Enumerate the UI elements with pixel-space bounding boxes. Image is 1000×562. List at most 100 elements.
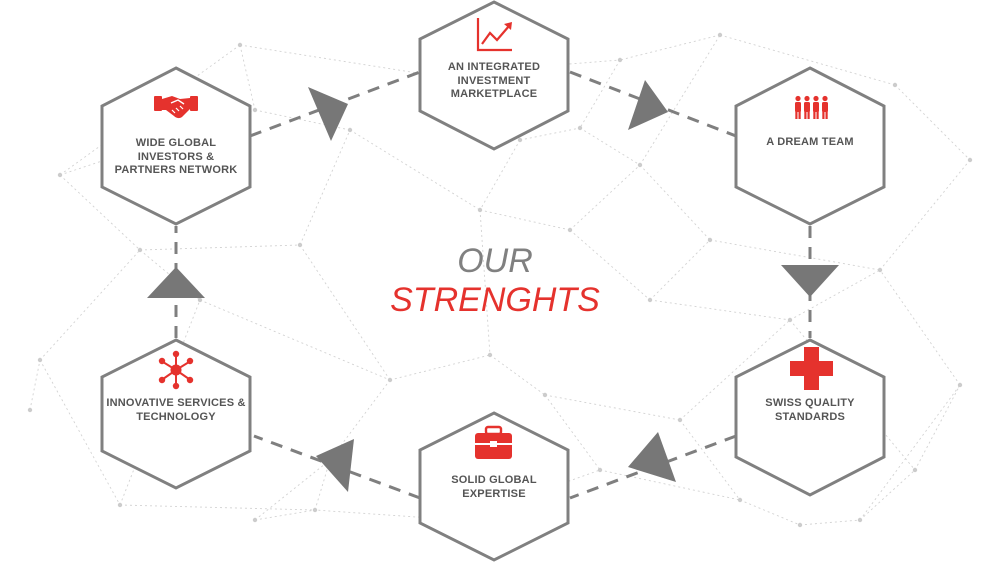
node-label-marketplace: AN INTEGRATED INVESTMENT MARKETPLACE (447, 61, 541, 100)
network-node-dot (957, 382, 963, 388)
network-link (579, 59, 621, 129)
network-link (649, 239, 711, 301)
network-link (709, 239, 881, 271)
network-node-dot (542, 392, 548, 398)
swiss-cross-icon (790, 347, 833, 390)
network-link (479, 139, 521, 211)
title-our: OUR (457, 242, 533, 280)
network-link (719, 34, 896, 86)
network-link (329, 379, 391, 461)
network-link (59, 174, 141, 251)
title-strenghts: STRENGHTS (390, 281, 600, 319)
network-link (314, 509, 461, 521)
network-link (39, 249, 141, 361)
network-node-dot (717, 32, 723, 38)
network-link (349, 129, 481, 211)
network-node-dot (297, 242, 303, 248)
network-link (739, 499, 801, 526)
network-link (859, 384, 961, 521)
people-team-icon (795, 95, 828, 119)
node-label-global-network: WIDE GLOBAL INVESTORS & PARTNERS NETWORK (114, 137, 238, 176)
hexagon-dream-team (734, 66, 886, 226)
network-link (789, 269, 881, 321)
network-node-dot (252, 107, 258, 113)
network-node-dot (857, 517, 863, 523)
network-node-dot (27, 407, 33, 413)
network-link (679, 419, 741, 501)
network-link (619, 34, 721, 61)
network-link (389, 354, 491, 381)
network-link (479, 209, 491, 356)
network-link (649, 299, 791, 321)
network-link (519, 127, 581, 141)
network-link (879, 269, 961, 386)
network-node-dot (967, 157, 973, 163)
network-node-dot (787, 317, 793, 323)
network-node-dot (617, 57, 623, 63)
network-link (894, 84, 971, 161)
node-label-global-expertise: SOLID GLOBAL EXPERTISE (451, 474, 537, 500)
network-link (914, 384, 961, 471)
network-node-dot (252, 517, 258, 523)
growth-chart-icon (476, 18, 512, 52)
network-node-dot (57, 172, 63, 178)
network-link (639, 34, 721, 166)
flow-arrow-swiss-to-expertise (628, 432, 676, 482)
flow-arrow-expertise-to-innovative (316, 439, 354, 492)
network-link (239, 44, 431, 76)
network-node-dot (567, 227, 573, 233)
hexagon-global-network (100, 66, 252, 226)
network-node-dot (312, 507, 318, 513)
network-node-dot (487, 352, 493, 358)
network-link (239, 44, 256, 111)
network-link (859, 469, 916, 521)
network-link (119, 504, 316, 511)
network-link (254, 459, 331, 521)
network-link (479, 209, 571, 231)
network-link (569, 164, 641, 231)
handshake-icon (154, 96, 198, 119)
network-node-dot (707, 237, 713, 243)
hexagon-swiss-quality (734, 338, 886, 497)
network-link (599, 469, 741, 501)
network-node-dot (137, 247, 143, 253)
network-node-dot (597, 467, 603, 473)
network-link (799, 519, 861, 526)
network-link (544, 394, 601, 471)
network-node-dot (677, 417, 683, 423)
node-label-swiss-quality: SWISS QUALITY STANDARDS (765, 397, 855, 423)
hexagon-innovative-services (100, 338, 252, 490)
network-node-dot (647, 297, 653, 303)
flow-arrow-team-to-swiss (781, 265, 839, 297)
network-node-dot (477, 207, 483, 213)
network-link (489, 354, 546, 396)
network-node-dot (237, 42, 243, 48)
network-link (254, 509, 316, 521)
network-link (579, 127, 641, 166)
network-link (639, 164, 711, 241)
network-link (314, 459, 331, 511)
flow-arrow-innovative-to-network (147, 267, 205, 298)
flow-arrow-network-to-marketplace (308, 87, 348, 141)
network-node-dot (797, 522, 803, 528)
network-node-dot (347, 127, 353, 133)
network-node-dot (912, 467, 918, 473)
network-node-dot (892, 82, 898, 88)
network-node-dot (577, 125, 583, 131)
node-label-innovative-services: INNOVATIVE SERVICES & TECHNOLOGY (106, 397, 246, 423)
network-node-dot (737, 497, 743, 503)
network-hub-icon (158, 350, 194, 390)
network-link (299, 129, 351, 246)
flow-arrow-marketplace-to-team (628, 80, 668, 130)
hexagon-marketplace (418, 0, 570, 151)
network-link (299, 244, 391, 381)
network-link (199, 299, 391, 381)
network-node-dot (877, 267, 883, 273)
node-label-dream-team: A DREAM TEAM (766, 136, 854, 148)
network-node-dot (517, 137, 523, 143)
hexagon-global-expertise (418, 411, 570, 562)
network-link (29, 359, 41, 411)
network-link (879, 159, 971, 271)
